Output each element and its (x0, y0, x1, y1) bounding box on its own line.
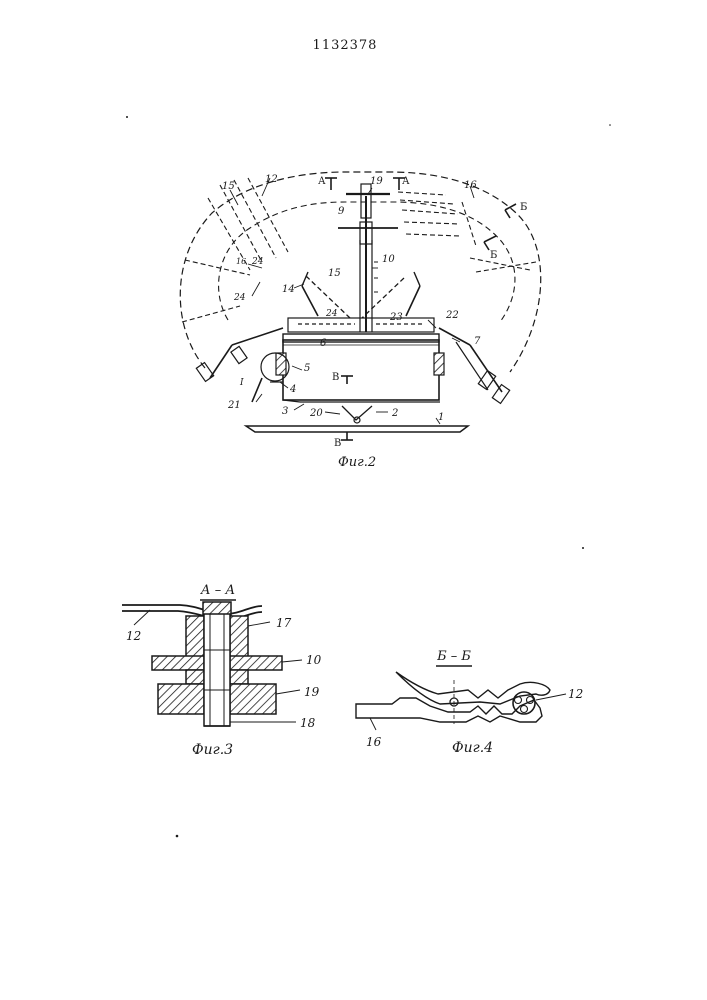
label-22: 22 (445, 310, 459, 321)
fig3-caption: Фиг.3 (192, 742, 233, 758)
top-plate (288, 318, 434, 332)
label-19-top: 19 (370, 176, 383, 187)
label-21: 21 (227, 400, 241, 411)
section-a-right-letter: А (402, 176, 410, 187)
fig3-bolt-18 (204, 614, 230, 726)
label-12-top: 12 (265, 174, 278, 185)
label-24-b: 24 (233, 293, 246, 303)
mast-ticks (374, 262, 378, 292)
label-2: 2 (391, 408, 398, 419)
fig3-label-18: 18 (300, 716, 316, 730)
label-20: 20 (309, 408, 323, 419)
fig3-base-19 (158, 684, 204, 714)
fig3-drawing (122, 600, 302, 726)
fig4-section-title: Б – Б (436, 649, 471, 664)
fig2-caption: Фиг.2 (338, 455, 376, 470)
label-15-left: 15 (222, 181, 235, 192)
fig4-finger-16 (356, 698, 542, 722)
label-6: 6 (320, 338, 327, 349)
section-b-markers (484, 204, 516, 250)
label-24-c: 24 (325, 309, 338, 319)
section-b-mid-letter: Б (490, 250, 497, 261)
section-v-bottom-letter: В (334, 438, 341, 449)
ski-base-1 (246, 426, 468, 432)
fig4-label-12: 12 (568, 687, 583, 701)
rail-end-clamps (196, 346, 509, 403)
fig4-caption: Фиг.4 (452, 740, 493, 756)
label-3: 3 (282, 406, 288, 417)
fig4-label-16: 16 (366, 735, 382, 749)
label-23: 23 (389, 312, 403, 323)
fig3-label-10: 10 (306, 653, 322, 667)
label-9: 9 (338, 206, 345, 217)
fig3-plate-10 (152, 656, 204, 670)
fig3-label-19: 19 (304, 685, 320, 699)
label-roman-i: I (239, 378, 244, 388)
bracket-right (439, 328, 470, 345)
label-16-small: 16 (236, 257, 246, 266)
section-a-left-letter: А (318, 176, 326, 187)
fig3-label-17: 17 (276, 616, 292, 630)
label-4: 4 (289, 384, 296, 395)
section-v-top-letter: В (332, 372, 339, 383)
label-15-mid: 15 (328, 268, 341, 279)
leader-lines (230, 178, 474, 424)
bracket-left (232, 328, 283, 345)
label-1: 1 (438, 412, 444, 423)
section-v-markers (341, 376, 353, 440)
label-24-a: 24 (251, 257, 264, 267)
label-5: 5 (304, 363, 310, 374)
scan-specks (126, 116, 611, 837)
label-7: 7 (474, 336, 481, 347)
section-b-top-letter: Б (520, 202, 527, 213)
bearing-right (434, 353, 444, 375)
label-14: 14 (282, 284, 295, 295)
fig3-section-title: А – А (200, 583, 235, 598)
patent-number: 1132378 (313, 38, 378, 53)
label-10-mast: 10 (382, 254, 395, 265)
label-16-top: 16 (464, 180, 477, 191)
fig4-drawing (356, 666, 566, 730)
fig3-label-12: 12 (126, 629, 141, 643)
